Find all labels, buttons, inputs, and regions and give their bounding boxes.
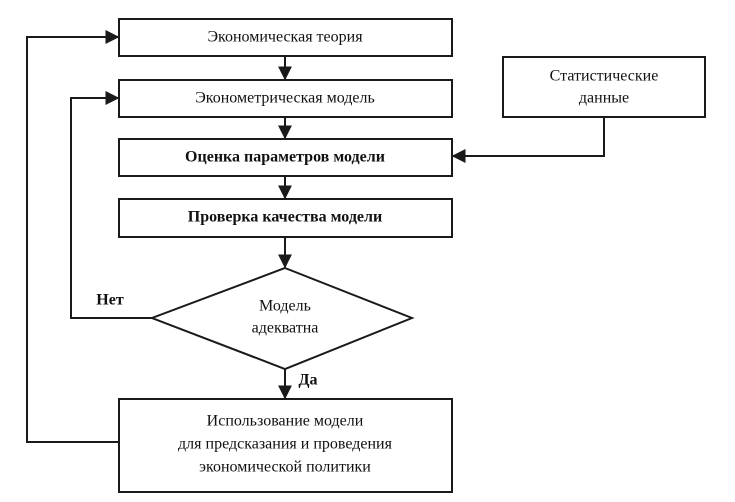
node-usage-label-line2: для предсказания и проведения <box>178 436 393 453</box>
edge-label-no: Нет <box>96 292 124 309</box>
node-decision-label-line2: адекватна <box>252 320 319 337</box>
node-statistical-data-label-line2: данные <box>579 90 629 107</box>
node-economic-theory: Экономическая теория <box>118 18 453 57</box>
arrow-decision-no <box>70 91 152 319</box>
node-statistical-data-label-line1: Статистические <box>550 68 659 85</box>
node-decision: Модель адекватна <box>149 266 415 371</box>
node-quality-check-label: Проверка качества модели <box>188 209 382 226</box>
node-quality-check: Проверка качества модели <box>118 198 453 238</box>
node-usage-label-line3: экономической политики <box>199 459 371 476</box>
edge-label-yes: Да <box>298 372 317 389</box>
arrow-data-to-estimation <box>451 117 605 163</box>
node-usage: Использование модели для предсказания и … <box>118 398 453 493</box>
node-econometric-model: Эконометрическая модель <box>118 79 453 118</box>
node-parameter-estimation-label: Оценка параметров модели <box>185 149 385 166</box>
node-parameter-estimation: Оценка параметров модели <box>118 138 453 177</box>
arrow-usage-to-theory <box>26 30 120 443</box>
node-decision-label-line1: Модель <box>259 298 311 315</box>
node-economic-theory-label: Экономическая теория <box>207 29 363 46</box>
node-usage-label-line1: Использование модели <box>207 413 364 430</box>
node-statistical-data: Статистические данные <box>502 56 706 118</box>
node-econometric-model-label: Эконометрическая модель <box>195 90 375 107</box>
